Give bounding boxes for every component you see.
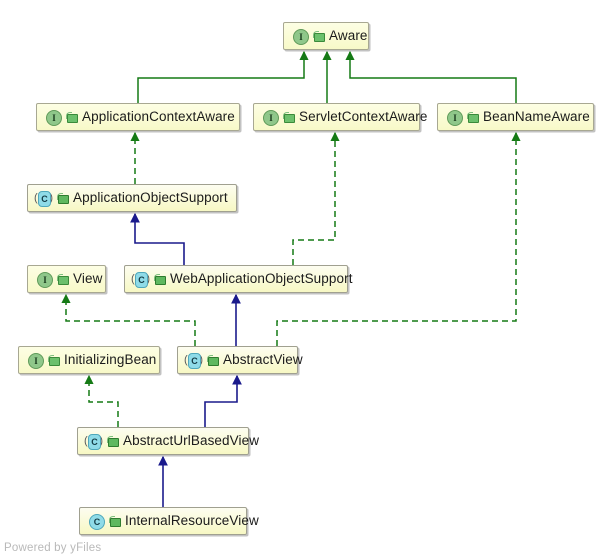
node-label: ServletContextAware (299, 109, 428, 125)
node-label: InternalResourceView (125, 513, 259, 529)
type-marker: I (263, 109, 279, 126)
abstract-paren-left: ( (34, 191, 38, 204)
node-label: AbstractUrlBasedView (123, 433, 260, 449)
lock-body (208, 356, 219, 366)
lock-icon (466, 111, 479, 124)
lock-shackle (154, 273, 160, 281)
edge-webApplicationObjectSupport-to-servletContextAware (292, 131, 340, 265)
type-marker: C (89, 513, 105, 530)
type-marker: I (28, 352, 44, 369)
edge-webApplicationObjectSupport-to-applicationObjectSupport (130, 212, 185, 265)
node-label: Aware (329, 28, 368, 44)
interface-icon: I (26, 352, 44, 369)
type-marker: C (135, 271, 148, 288)
lock-shackle (283, 111, 289, 119)
lock-body (468, 113, 479, 123)
lock-icon (47, 354, 60, 367)
lock-icon (106, 435, 119, 448)
interface-icon: I (445, 109, 463, 126)
node-applicationObjectSupport[interactable]: ()C ApplicationObjectSupport (27, 184, 237, 212)
lock-shackle (107, 435, 113, 443)
lock-shackle (313, 30, 319, 38)
lock-body (314, 32, 325, 42)
lock-body (110, 517, 121, 527)
lock-icon (312, 30, 325, 43)
interface-icon: I (261, 109, 279, 126)
type-marker: I (293, 28, 309, 45)
edge-abstractView-to-beanNameAware (276, 131, 521, 346)
node-beanNameAware[interactable]: I BeanNameAware (437, 103, 594, 131)
abstract-paren-right: ) (49, 191, 53, 204)
abstract-class-icon: ()C (34, 190, 53, 207)
lock-icon (108, 515, 121, 528)
lock-shackle (57, 273, 63, 281)
lock-shackle (57, 192, 63, 200)
edge-abstractUrlBasedView-to-abstractView (204, 374, 242, 427)
abstract-class-icon: ()C (184, 352, 203, 369)
node-aware[interactable]: I Aware (283, 22, 369, 50)
abstract-paren-right: ) (146, 272, 150, 285)
lock-body (49, 356, 60, 366)
node-label: BeanNameAware (483, 109, 590, 125)
lock-body (67, 113, 78, 123)
edge-beanNameAware-to-aware (345, 50, 517, 103)
type-marker: I (46, 109, 62, 126)
node-webApplicationObjectSupport[interactable]: ()C WebApplicationObjectSupport (124, 265, 352, 293)
node-label: AbstractView (223, 352, 303, 368)
type-marker: C (188, 352, 201, 369)
interface-icon: I (35, 271, 53, 288)
interface-icon: I (44, 109, 62, 126)
abstract-paren-right: ) (99, 434, 103, 447)
node-label: View (73, 271, 103, 287)
node-label: InitializingBean (64, 352, 157, 368)
lock-icon (56, 273, 69, 286)
abstract-paren-left: ( (131, 272, 135, 285)
node-label: WebApplicationObjectSupport (170, 271, 353, 287)
type-marker: C (88, 433, 101, 450)
type-marker: C (38, 190, 51, 207)
class-icon: C (87, 513, 105, 530)
lock-icon (206, 354, 219, 367)
node-abstractUrlBasedView[interactable]: ()C AbstractUrlBasedView (77, 427, 259, 455)
node-view[interactable]: I View (27, 265, 106, 293)
node-internalResourceView[interactable]: C InternalResourceView (79, 507, 259, 535)
lock-body (108, 437, 119, 447)
node-label: ApplicationContextAware (82, 109, 235, 125)
abstract-paren-left: ( (184, 353, 188, 366)
abstract-paren-left: ( (84, 434, 88, 447)
lock-icon (65, 111, 78, 124)
type-marker: I (447, 109, 463, 126)
type-marker: I (37, 271, 53, 288)
node-abstractView[interactable]: ()C AbstractView (177, 346, 303, 374)
edge-abstractView-to-view (61, 293, 196, 346)
abstract-class-icon: ()C (84, 433, 103, 450)
node-initializingBean[interactable]: I InitializingBean (18, 346, 160, 374)
lock-shackle (207, 354, 213, 362)
node-applicationContextAware[interactable]: I ApplicationContextAware (36, 103, 240, 131)
lock-shackle (467, 111, 473, 119)
lock-shackle (66, 111, 72, 119)
abstract-paren-right: ) (199, 353, 203, 366)
lock-shackle (48, 354, 54, 362)
node-label: ApplicationObjectSupport (73, 190, 228, 206)
node-servletContextAware[interactable]: I ServletContextAware (253, 103, 427, 131)
lock-body (284, 113, 295, 123)
lock-body (58, 194, 69, 204)
abstract-class-icon: ()C (131, 271, 150, 288)
lock-body (58, 275, 69, 285)
lock-icon (153, 273, 166, 286)
lock-body (155, 275, 166, 285)
interface-icon: I (291, 28, 309, 45)
lock-shackle (109, 515, 115, 523)
edge-abstractUrlBasedView-to-initializingBean (84, 374, 119, 427)
edge-applicationContextAware-to-aware (137, 50, 309, 103)
lock-icon (56, 192, 69, 205)
lock-icon (282, 111, 295, 124)
watermark: Powered by yFiles (4, 542, 102, 554)
